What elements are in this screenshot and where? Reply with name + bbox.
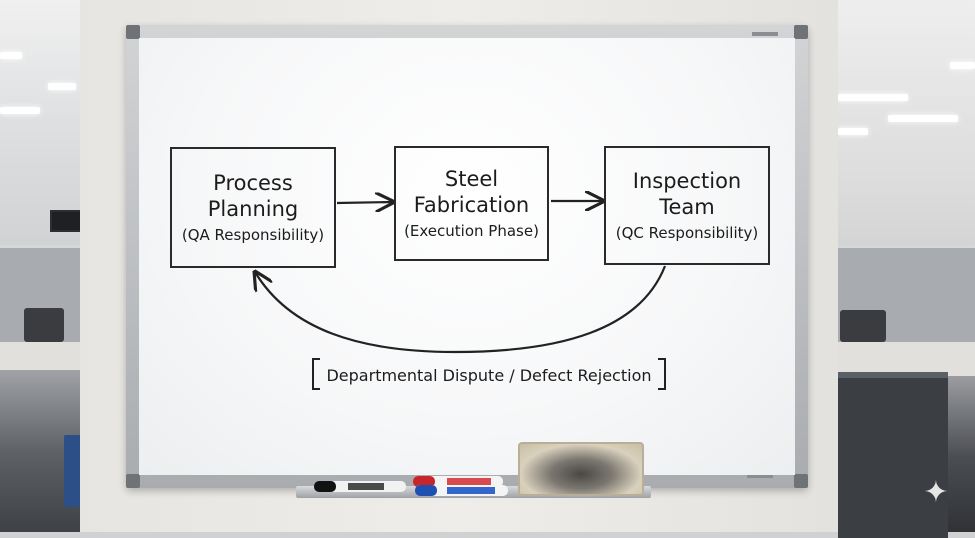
arrow-inspection-back-to-planning	[255, 266, 665, 352]
box-title-line2: Planning	[208, 196, 298, 222]
marker-cap	[314, 481, 336, 492]
sparkle-icon: ✦	[921, 478, 951, 508]
box-subtitle: (Execution Phase)	[404, 220, 539, 242]
bracket-right	[658, 358, 666, 390]
process-planning-box: Process Planning (QA Responsibility)	[170, 147, 336, 268]
marker-label	[447, 478, 491, 485]
box-subtitle: (QC Responsibility)	[616, 222, 759, 244]
box-title-line2: Team	[659, 194, 715, 220]
whiteboard-eraser[interactable]	[518, 442, 644, 496]
box-subtitle: (QA Responsibility)	[182, 224, 324, 246]
marker-label	[348, 483, 384, 490]
marker-label	[447, 487, 495, 494]
steel-fabrication-box: Steel Fabrication (Execution Phase)	[394, 146, 549, 261]
box-title-line1: Inspection	[633, 168, 741, 194]
inspection-team-box: Inspection Team (QC Responsibility)	[604, 146, 770, 265]
feedback-caption: Departmental Dispute / Defect Rejection	[312, 358, 666, 392]
box-title-line1: Process	[213, 170, 293, 196]
black-marker[interactable]	[314, 481, 406, 492]
bracket-left	[312, 358, 320, 390]
caption-text: Departmental Dispute / Defect Rejection	[326, 366, 651, 385]
box-title-line1: Steel	[445, 166, 498, 192]
box-title-line2: Fabrication	[414, 192, 529, 218]
marker-cap	[415, 485, 437, 496]
blue-marker[interactable]	[415, 485, 508, 496]
arrow-planning-to-fabrication	[337, 202, 393, 203]
